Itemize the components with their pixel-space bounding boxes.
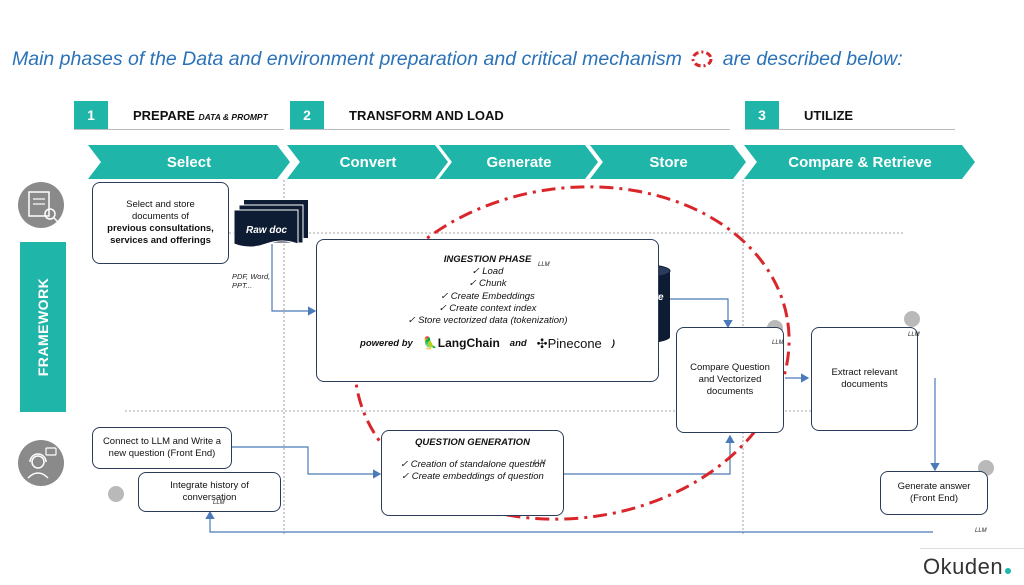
- critical-mechanism-ellipse: [353, 185, 791, 521]
- select-store-line1: Select and store: [126, 199, 195, 211]
- ingestion-item-load: ✓ Load: [471, 265, 504, 277]
- llm-tag-answer: LLM: [975, 528, 987, 534]
- question-generation-box: QUESTION GENERATION ✓ Creation of standa…: [381, 430, 564, 516]
- title-text-before: Main phases of the Data and environment …: [12, 48, 682, 70]
- ingestion-item-store: ✓ Store vectorized data (tokenization): [407, 315, 568, 327]
- phase-3-underline: [745, 129, 955, 130]
- chevron-store: [589, 145, 746, 179]
- step-compare-retrieve: Compare & Retrieve: [788, 153, 932, 171]
- extract-box: Extract relevant documents: [811, 327, 918, 431]
- logo-dot-icon: [1005, 568, 1012, 574]
- okuden-logo-text: Okuden: [923, 554, 1004, 579]
- llm-tag-extract: LLM: [908, 332, 920, 338]
- chevron-select: [88, 145, 290, 179]
- ingestion-title: INGESTION PHASE: [443, 254, 532, 265]
- ingestion-list: ✓ Load ✓ Chunk ✓ Create Embeddings ✓ Cre…: [407, 266, 567, 328]
- select-store-bold: previous consultations, services and off…: [107, 223, 214, 246]
- question-gen-item-embeddings: ✓ Create embeddings of question: [401, 471, 544, 483]
- phase-1-title: PREPARE: [133, 108, 195, 123]
- and-text: and: [509, 337, 527, 349]
- history-box: Integrate history of conversation: [138, 472, 281, 512]
- llm-tag-compare: LLM: [772, 340, 784, 346]
- question-gen-title: QUESTION GENERATION: [415, 437, 530, 448]
- raw-doc-formats: PDF, Word, PPT...: [232, 272, 271, 290]
- generate-answer-box: Generate answer (Front End): [880, 471, 988, 515]
- llm-tag-question: LLM: [534, 460, 546, 466]
- chevron-convert: [286, 145, 448, 179]
- pinecone-logo: ✣Pinecone: [536, 335, 602, 351]
- phase-2-label: TRANSFORM AND LOAD: [349, 108, 504, 123]
- ingestion-item-embeddings: ✓ Create Embeddings: [440, 290, 535, 302]
- chevron-generate: [438, 145, 598, 179]
- langchain-name: LangChain: [437, 336, 500, 351]
- powered-by-row: powered by 🦜LangChain and ✣Pinecone ): [360, 336, 615, 352]
- phase-1-number: 1: [74, 101, 108, 129]
- ingestion-phase-box: INGESTION PHASE ✓ Load ✓ Chunk ✓ Create …: [316, 239, 659, 382]
- framework-label: FRAMEWORK: [35, 277, 51, 377]
- framework-sidebar: FRAMEWORK: [20, 242, 66, 412]
- pinecone-name: Pinecone: [547, 335, 602, 351]
- compare-box: Compare Question and Vectorized document…: [676, 327, 784, 433]
- raw-doc-label: Raw doc: [246, 225, 288, 236]
- powered-by-text: powered by: [360, 337, 413, 349]
- okuden-logo: Okuden: [923, 554, 1012, 580]
- step-store: Store: [649, 153, 688, 171]
- llm-tag-history: LLM: [213, 500, 225, 506]
- question-gen-list: ✓ Creation of standalone question ✓ Crea…: [400, 459, 545, 484]
- phase-3-number: 3: [745, 101, 779, 129]
- phase-2-underline: [290, 129, 730, 130]
- llm-tag-ingestion: LLM: [538, 262, 550, 268]
- critical-mechanism-ring-icon: [691, 50, 713, 68]
- ingestion-item-chunk: ✓ Chunk: [468, 278, 507, 290]
- raw-doc-stack-icon: [233, 200, 308, 248]
- support-agent-icon: [18, 440, 64, 486]
- phase-1-label: PREPARE DATA & PROMPT: [133, 108, 268, 123]
- chevron-compare: [743, 145, 975, 179]
- select-store-line2: documents of: [131, 211, 190, 223]
- logo-divider: [920, 548, 1024, 549]
- ingestion-item-context: ✓ Create context index: [438, 302, 537, 314]
- select-store-box: Select and store documents of previous c…: [92, 182, 229, 264]
- langchain-logo: 🦜LangChain: [422, 336, 500, 351]
- phase-3-label: UTILIZE: [804, 108, 854, 123]
- step-convert: Convert: [339, 153, 397, 171]
- title-text-after: are described below:: [722, 48, 903, 70]
- step-generate: Generate: [486, 153, 552, 171]
- phase-2-number: 2: [290, 101, 324, 129]
- question-gen-item-standalone: ✓ Creation of standalone question: [400, 458, 545, 470]
- page-title: Main phases of the Data and environment …: [12, 48, 903, 71]
- connect-llm-box: Connect to LLM and Write a new question …: [92, 427, 232, 469]
- close-paren: ): [611, 337, 615, 349]
- phase-1-sublabel: DATA & PROMPT: [198, 112, 268, 122]
- step-select: Select: [166, 153, 212, 171]
- vector-store-label: Vector Store: [604, 292, 664, 303]
- phase-1-underline: [74, 129, 284, 130]
